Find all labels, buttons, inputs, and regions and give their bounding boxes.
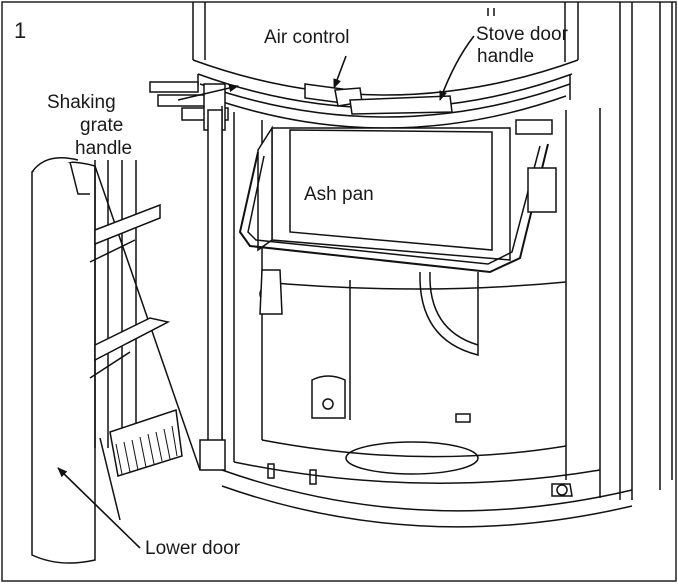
label-ash-pan: Ash pan [304, 184, 374, 205]
stove-door-frame [192, 59, 579, 129]
label-shaking-grate-2: grate [80, 115, 123, 136]
label-shaking-grate-1: Shaking [47, 92, 116, 113]
arrow-lower-door [57, 467, 141, 549]
brush [99, 409, 183, 521]
label-stove-door-handle-1: Stove door [476, 24, 569, 45]
label-air-control: Air control [264, 27, 350, 48]
stove-body [192, 2, 673, 528]
rear-vent [419, 271, 479, 356]
figure-number: 1 [14, 18, 26, 43]
tool-rack [89, 160, 171, 450]
stove-door-handle-part [349, 95, 453, 115]
arrow-shaking-grate [177, 84, 239, 101]
arrow-stove-door-handle [439, 35, 475, 101]
lower-door [31, 157, 201, 564]
figure-labels: 1 Air control Stove door handle Shaking … [14, 18, 569, 559]
arrow-air-control [333, 55, 347, 89]
label-shaking-grate-3: handle [75, 138, 132, 159]
label-stove-door-handle-2: handle [477, 46, 534, 67]
label-lower-door: Lower door [145, 538, 241, 559]
firebox-floor [267, 375, 573, 497]
door-hinge-strip [199, 109, 226, 471]
callout-arrows [57, 35, 475, 549]
ash-pan [238, 119, 557, 315]
